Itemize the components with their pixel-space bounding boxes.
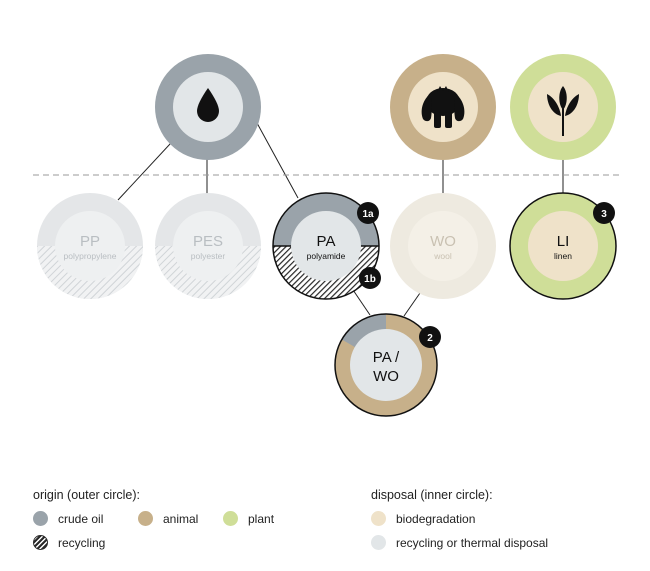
badge-2: 2 [427,333,433,344]
material-abbr: PES [193,233,223,250]
material-abbr: PP [80,233,100,250]
legend-item-crude-oil: crude oil [33,511,103,526]
material-abbr: WO [430,233,456,250]
plant-source [510,54,616,160]
flax-plant-icon [547,86,579,136]
material-full-name: polypropylene [64,251,117,261]
sheep-icon [421,86,465,128]
recycling-thermal-swatch [371,535,386,550]
badge-3: 3 [601,209,607,220]
legend-label: plant [248,511,275,526]
legend-label: animal [163,511,199,526]
legend-item-recycling-thermal: recycling or thermal disposal [371,535,548,550]
legend-origin-title: origin (outer circle): [33,488,140,502]
legend-item-biodegradation: biodegradation [371,511,475,526]
animal-source [390,54,496,160]
connector-oil-pa [256,122,299,199]
legend-label: recycling or thermal disposal [396,535,549,550]
material-node-pes: PES polyester [155,193,261,299]
material-abbr-line1: PA / [373,349,400,366]
legend-label: crude oil [58,511,104,526]
legend-item-animal: animal [138,511,198,526]
material-full-name: linen [554,251,572,261]
material-full-name: polyamide [307,251,346,261]
plant-swatch [223,511,238,526]
material-full-name: wool [433,251,452,261]
legend-item-recycling: recycling [33,535,105,550]
material-node-wo: WO wool [390,193,496,299]
legend-label: recycling [58,535,106,550]
material-abbr-line2: WO [373,368,399,385]
material-node-pa-wo: PA / WO 2 [334,313,441,417]
legend-label: biodegradation [396,511,476,526]
material-abbr: LI [557,233,570,250]
crude-oil-swatch [33,511,48,526]
material-node-pa: PA polyamide 1a 1b [272,192,381,300]
crude-oil-source [155,54,261,160]
badge-1a: 1a [362,209,374,220]
recycling-hatch-swatch [33,535,48,550]
material-full-name: polyester [191,251,226,261]
animal-swatch [138,511,153,526]
biodegradation-swatch [371,511,386,526]
oil-drop-icon [197,88,219,122]
material-node-li: LI linen 3 [509,192,617,300]
badge-1b: 1b [364,274,376,285]
legend-disposal-title: disposal (inner circle): [371,488,493,502]
connector-wo-pawo [403,292,421,317]
legend-item-plant: plant [223,511,274,526]
material-node-pp: PP polypropylene [37,193,143,299]
material-abbr: PA [317,233,336,250]
